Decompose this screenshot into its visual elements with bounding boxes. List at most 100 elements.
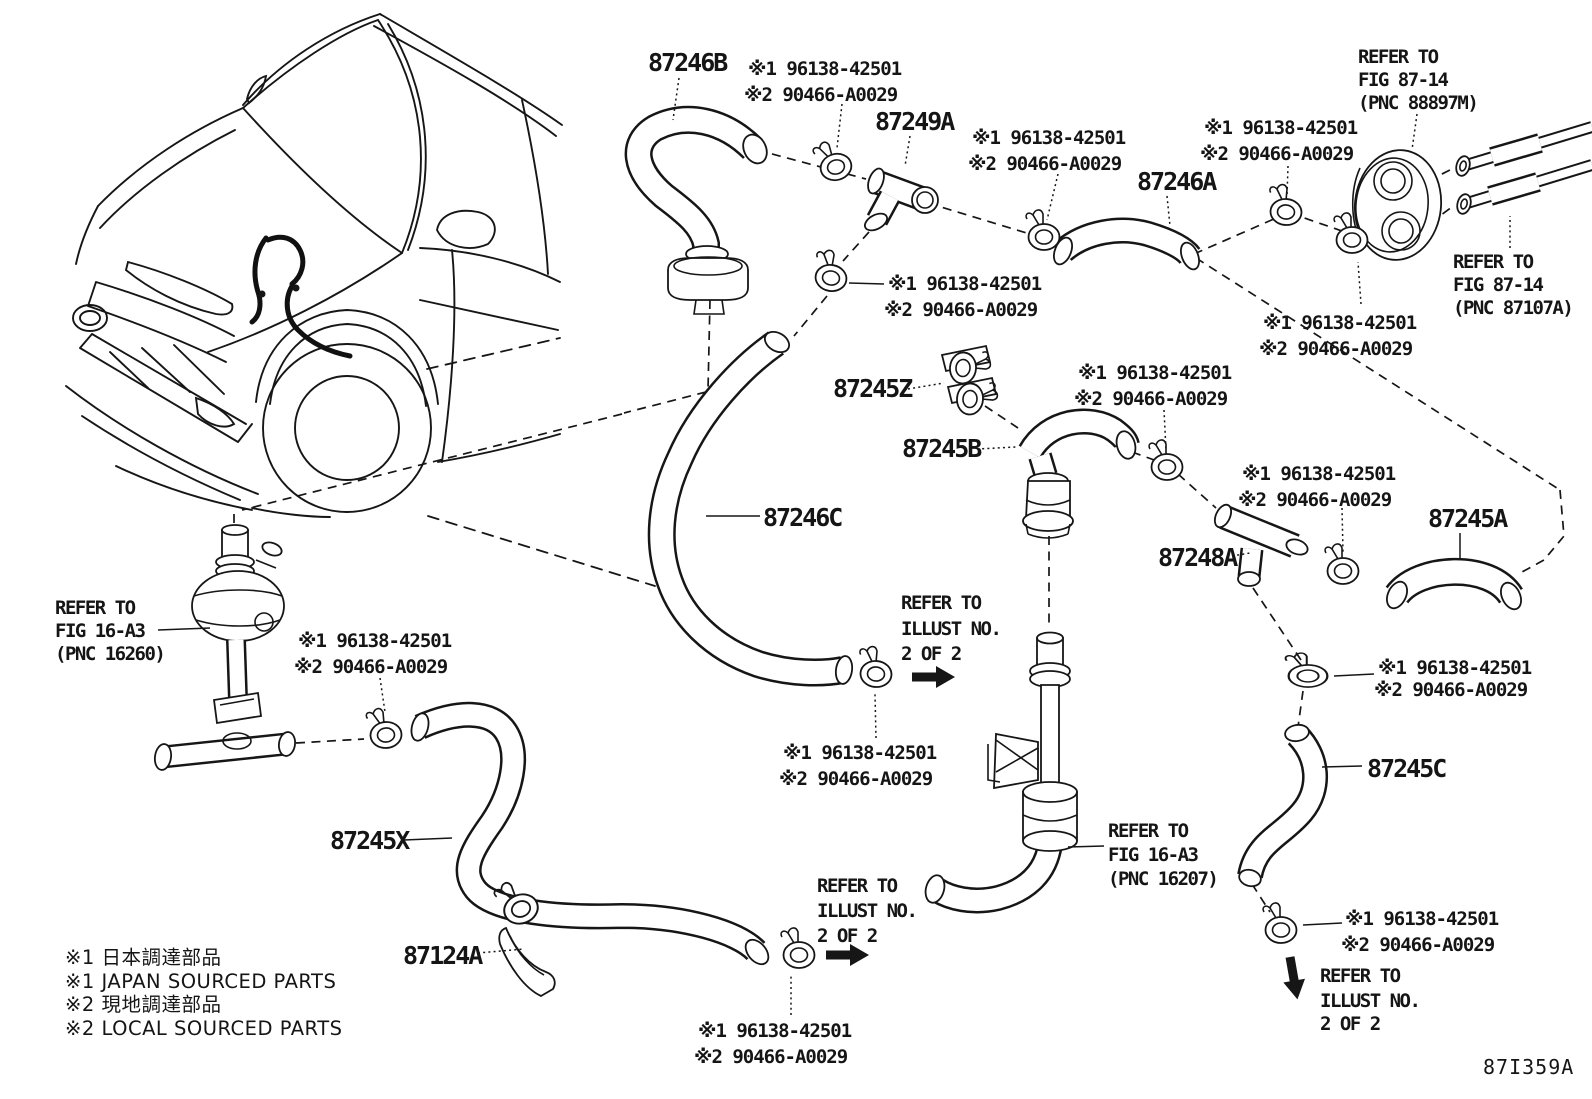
clamp-callout-line2: ※2 90466-A0029 bbox=[694, 1046, 848, 1068]
legend-en-line1: ※1 JAPAN SOURCED PARTS bbox=[65, 970, 336, 993]
legend-en-line2: ※2 LOCAL SOURCED PARTS bbox=[65, 1017, 342, 1040]
part-label-87246A: 87246A bbox=[1137, 167, 1217, 196]
figure-code: 87I359A bbox=[1483, 1055, 1574, 1079]
continuation-arrow-mid bbox=[912, 666, 955, 688]
refer-line: FIG 16-A3 bbox=[55, 620, 146, 642]
hose-clamp bbox=[1284, 651, 1329, 689]
clamp-callout-line1: ※1 96138-42501 bbox=[1378, 657, 1532, 679]
clamp-callout-mid-bottom: ※1 96138-42501 ※2 90466-A0029 bbox=[779, 742, 938, 790]
continuation-arrow-bottom-right bbox=[1279, 955, 1309, 1002]
part-label-87245C: 87245C bbox=[1367, 754, 1446, 783]
hose-87246C-drawing bbox=[647, 330, 854, 687]
clamp-callout-line2: ※2 90466-A0029 bbox=[1074, 388, 1228, 410]
clip-87124A-drawing bbox=[491, 874, 556, 998]
refer-note-illust-mid: REFER TO ILLUST NO. 2 OF 2 bbox=[901, 592, 1002, 665]
refer-line: REFER TO bbox=[1358, 46, 1439, 68]
front-wheel-tire bbox=[262, 343, 432, 513]
clamp-callout-line2: ※2 90466-A0029 bbox=[1238, 489, 1392, 511]
clamp-callout-near-87245Z: ※1 96138-42501 ※2 90466-A0029 bbox=[1074, 362, 1233, 410]
refer-line: REFER TO bbox=[1453, 251, 1534, 273]
legend-jp-line1: ※1 日本調達部品 bbox=[65, 946, 221, 969]
refer-line: (PNC 87107A) bbox=[1453, 297, 1572, 319]
refer-line: FIG 87-14 bbox=[1453, 274, 1544, 296]
hose-87245X-drawing bbox=[410, 701, 770, 966]
clamp-callout-line2: ※2 90466-A0029 bbox=[1259, 338, 1413, 360]
refer-line: REFER TO bbox=[1320, 965, 1401, 987]
clamp-callout-near-87248A: ※1 96138-42501 ※2 90466-A0029 bbox=[1238, 463, 1397, 511]
part-label-87124A: 87124A bbox=[403, 941, 483, 970]
hose-clamp bbox=[1025, 209, 1061, 251]
hose-87245C-drawing bbox=[1237, 723, 1328, 888]
clamp-callout-upper-right: ※1 96138-42501 ※2 90466-A0029 bbox=[1200, 117, 1359, 165]
refer-line: REFER TO bbox=[901, 592, 982, 614]
clamp-callout-right-mid: ※1 96138-42501 ※2 90466-A0029 bbox=[1259, 312, 1418, 360]
clamp-callout-line2: ※2 90466-A0029 bbox=[1374, 679, 1528, 701]
tee-fitting-87249A-drawing bbox=[864, 167, 939, 232]
clamp-callout-line2: ※2 90466-A0029 bbox=[884, 299, 1038, 321]
refer-line: ILLUST NO. bbox=[817, 900, 916, 922]
clamp-callout-top: ※1 96138-42501 ※2 90466-A0029 bbox=[744, 58, 903, 106]
refer-line: 2 OF 2 bbox=[901, 643, 961, 665]
refer-line: REFER TO bbox=[55, 597, 136, 619]
heater-pipes-87107A-drawing bbox=[1455, 121, 1592, 215]
clamp-callout-line1: ※1 96138-42501 bbox=[1345, 908, 1499, 930]
clamp-callout-line1: ※1 96138-42501 bbox=[1242, 463, 1396, 485]
refer-line: (PNC 88897M) bbox=[1358, 92, 1477, 114]
clamp-callout-line2: ※2 90466-A0029 bbox=[968, 153, 1122, 175]
clamp-callout-line2: ※2 90466-A0029 bbox=[294, 656, 448, 678]
refer-line: (PNC 16260) bbox=[55, 643, 164, 665]
part-label-87249A: 87249A bbox=[875, 107, 955, 136]
water-valve-16260-drawing bbox=[153, 524, 296, 771]
clamp-holder-87245Z-drawing bbox=[940, 344, 1000, 418]
hose-clamp bbox=[856, 644, 895, 690]
assembly-dashed-lines bbox=[233, 149, 1565, 913]
refer-line: REFER TO bbox=[817, 875, 898, 897]
clamp-callout-line1: ※1 96138-42501 bbox=[1263, 312, 1417, 334]
refer-note-fig87-14-88897M: REFER TO FIG 87-14 (PNC 88897M) bbox=[1358, 46, 1479, 114]
clamp-callout-under-87249A: ※1 96138-42501 ※2 90466-A0029 bbox=[884, 273, 1043, 321]
continuation-arrow-bottom-center bbox=[826, 944, 869, 966]
heater-grommet-88897M-drawing bbox=[1351, 149, 1443, 261]
refer-note-fig16-A3-16207: REFER TO FIG 16-A3 (PNC 16207) bbox=[1108, 820, 1219, 890]
clamp-callout-line1: ※1 96138-42501 bbox=[783, 742, 937, 764]
clamp-callout-bottom-center: ※1 96138-42501 ※2 90466-A0029 bbox=[694, 1020, 853, 1068]
part-label-87245Z: 87245Z bbox=[833, 374, 913, 403]
side-mirror bbox=[436, 209, 496, 249]
part-label-87246C: 87246C bbox=[763, 503, 842, 532]
clamp-callout-line1: ※1 96138-42501 bbox=[1204, 117, 1358, 139]
part-label-87245X: 87245X bbox=[330, 826, 410, 855]
clamp-callout-line1: ※1 96138-42501 bbox=[298, 630, 452, 652]
hose-clamp bbox=[810, 135, 856, 186]
hose-clamp bbox=[810, 247, 852, 295]
hose-clamp bbox=[1148, 439, 1184, 481]
refer-line: FIG 87-14 bbox=[1358, 69, 1449, 91]
clamp-callout-near-87245C-top: ※1 96138-42501 ※2 90466-A0029 bbox=[1374, 657, 1533, 701]
hose-clamp bbox=[780, 927, 816, 969]
hose-clamp bbox=[364, 705, 404, 751]
front-wheel-rim bbox=[294, 375, 400, 481]
hose-87245A-drawing bbox=[1385, 557, 1523, 611]
refer-line: FIG 16-A3 bbox=[1108, 844, 1199, 866]
clamp-callout-bottom-right: ※1 96138-42501 ※2 90466-A0029 bbox=[1341, 908, 1500, 956]
hose-87246B-drawing bbox=[624, 105, 768, 315]
legend-jp-line2: ※2 現地調達部品 bbox=[65, 993, 221, 1016]
refer-line: (PNC 16207) bbox=[1108, 868, 1217, 890]
refer-line: ILLUST NO. bbox=[901, 618, 1000, 640]
clamp-callout-line1: ※1 96138-42501 bbox=[748, 58, 902, 80]
refer-line: REFER TO bbox=[1108, 820, 1189, 842]
hose-87246A-drawing bbox=[1053, 217, 1201, 271]
fog-lamp bbox=[194, 396, 236, 428]
water-valve-16207-drawing bbox=[924, 631, 1078, 914]
part-label-87246B: 87246B bbox=[648, 48, 728, 77]
clamp-callout-line2: ※2 90466-A0029 bbox=[1341, 934, 1495, 956]
refer-line: 2 OF 2 bbox=[1320, 1013, 1380, 1035]
hose-clamp bbox=[1324, 543, 1360, 585]
hose-87245B-drawing bbox=[1018, 408, 1140, 539]
tee-fitting-87248A-drawing bbox=[1213, 503, 1309, 587]
refer-line: ILLUST NO. bbox=[1320, 990, 1419, 1012]
clamp-callout-line1: ※1 96138-42501 bbox=[972, 127, 1126, 149]
refer-note-illust-bottom-right: REFER TO ILLUST NO. 2 OF 2 bbox=[1320, 965, 1421, 1035]
clamp-callout-line1: ※1 96138-42501 bbox=[698, 1020, 852, 1042]
